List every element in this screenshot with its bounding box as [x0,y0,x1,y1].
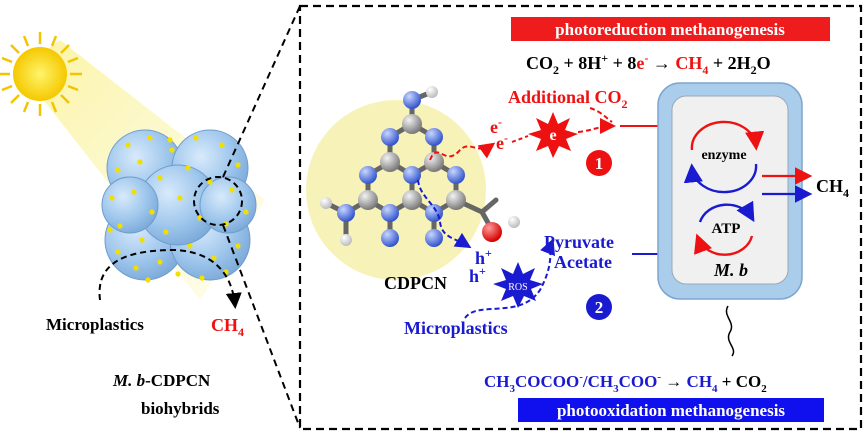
atp-label: ATP [712,221,741,237]
cdpcn-atoms [320,86,520,247]
sun-icon [0,32,82,116]
hole-label-1: h+ [475,246,492,268]
photooxidation-equation: CH3COCOO-/CH3COO- → CH4 + CO2 [484,371,767,395]
biohybrid-caption-line1: M. b-CDPCN [112,371,211,390]
electron-label-2: e- [496,131,508,153]
magnify-circle [193,176,243,226]
pathway-2-badge [586,294,612,320]
photoreduction-equation: CO2 + 8H+ + 8e- → CH4 + 2H2O [526,51,771,77]
uptake-arrow [98,248,242,309]
electron-label-1: e- [490,115,502,137]
left-panel: Microplastics CH4 M. b-CDPCN biohybrids [0,5,301,429]
acetate-label: Acetate [554,252,612,272]
pyruvate-label: Pyruvate [544,232,614,252]
electron-path [429,142,496,161]
photooxidation-banner-text: photooxidation methanogenesis [557,401,785,420]
enzyme-label: enzyme [701,148,746,163]
mb-cell [657,82,803,357]
photoreduction-banner: photoreduction methanogenesis [511,17,830,41]
ch4-label-left: CH4 [211,315,244,339]
photoreduction-banner-text: photoreduction methanogenesis [555,20,785,39]
atp-cycle [694,200,755,256]
cdpcn-glow [306,100,486,280]
zoom-line-top [222,5,301,178]
pathway-2-badge-text: 2 [595,298,604,317]
mb-label: M. b [713,260,748,280]
cell-cluster [101,129,257,281]
hole-path [417,179,472,249]
biohybrid-caption-line2: biohybrids [141,399,220,418]
microplastics-label-right: Microplastics [404,318,508,338]
electron-to-burst-arrow [511,135,529,143]
zoom-line-bottom [222,224,301,429]
cdpcn-particles [107,135,249,283]
co2-supply-arrow [589,107,613,123]
cdpcn-label: CDPCN [384,273,447,293]
hole-label-2: h+ [469,264,486,286]
electron-burst-label: e [549,127,556,144]
microplastics-oxidation-arrow [464,238,555,319]
microplastics-label-left: Microplastics [46,315,144,334]
ch4-label-right: CH4 [816,176,849,200]
electron-burst-icon [528,112,578,158]
ros-label: ROS [508,282,527,293]
enzyme-cycle [683,120,765,194]
zoom-panel-frame [298,4,863,431]
additional-co2-label: Additional CO2 [508,87,628,111]
pathway-1-badge [586,150,612,176]
pathway-1-badge-text: 1 [595,154,604,173]
ros-burst-icon [493,262,543,308]
flagellum [725,305,735,357]
photooxidation-banner: photooxidation methanogenesis [518,398,824,422]
burst-to-cell-arrow [577,118,616,135]
